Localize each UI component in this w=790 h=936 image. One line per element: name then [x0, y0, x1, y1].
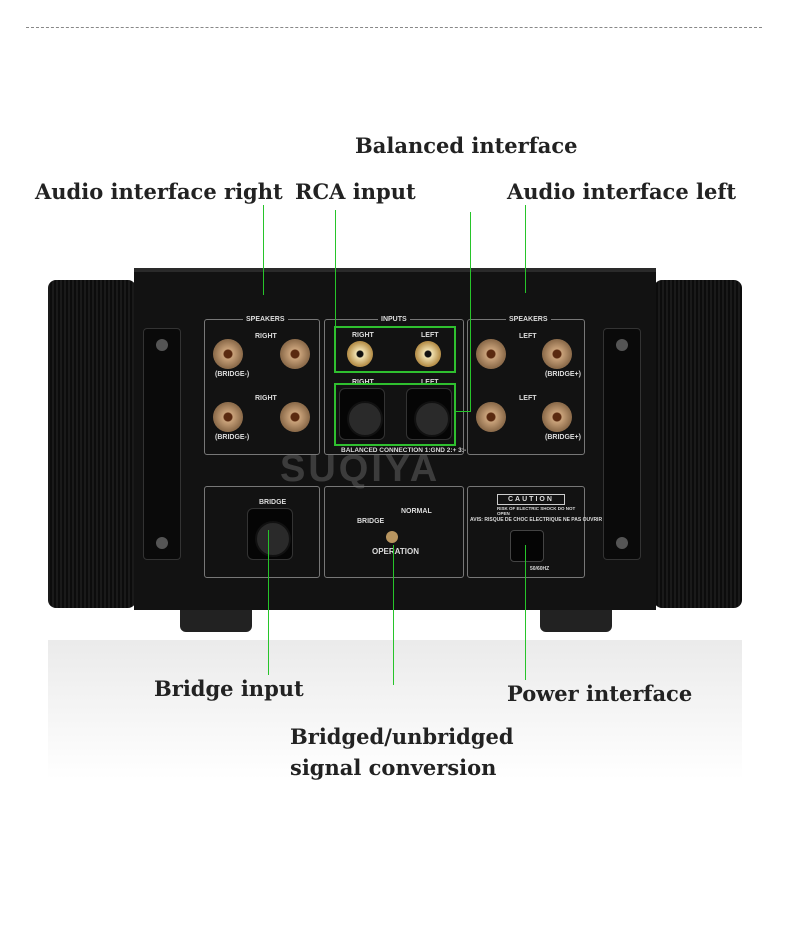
label-right: RIGHT	[255, 395, 277, 402]
speaker-terminal[interactable]	[542, 339, 572, 369]
divider	[26, 27, 762, 28]
speaker-terminal[interactable]	[213, 339, 243, 369]
xlr-left-jack[interactable]	[406, 388, 452, 440]
label-right: RIGHT	[255, 333, 277, 340]
reflection	[48, 640, 742, 780]
balanced-highlight	[334, 383, 456, 446]
speaker-terminal[interactable]	[280, 339, 310, 369]
label-audio-interface-right: Audio interface right	[35, 179, 283, 204]
left-handle	[143, 328, 181, 560]
label-audio-interface-left: Audio interface left	[507, 179, 737, 204]
leader-line	[263, 205, 264, 295]
avis-text: AVIS: RISQUE DE CHOC ELECTRIQUE NE PAS O…	[470, 517, 603, 523]
label-bridge-minus: (BRIDGE-)	[215, 371, 250, 378]
leader-line	[456, 411, 471, 412]
balanced-connection-note: BALANCED CONNECTION 1:GND 2:+ 3:-	[341, 447, 467, 454]
frequency-label: 50/60HZ	[530, 566, 550, 572]
foot	[540, 610, 612, 632]
label-bridge: BRIDGE	[259, 499, 287, 506]
bridge-panel	[204, 486, 320, 578]
label-balanced-interface: Balanced interface	[355, 133, 578, 158]
rca-left-jack[interactable]	[415, 341, 441, 367]
leader-line	[335, 210, 336, 328]
speakers-right-title: SPEAKERS	[243, 316, 288, 323]
label-left: LEFT	[421, 379, 439, 386]
leader-line	[470, 212, 471, 412]
inputs-title: INPUTS	[378, 316, 410, 323]
label-operation: OPERATION	[372, 547, 419, 556]
right-heatsink	[654, 280, 742, 608]
label-conversion-line1: Bridged/unbridged	[290, 724, 514, 749]
caution-subtext: RISK OF ELECTRIC SHOCK DO NOT OPEN	[497, 506, 576, 516]
label-bridge-plus: (BRIDGE+)	[545, 371, 581, 378]
speaker-terminal[interactable]	[280, 402, 310, 432]
amplifier-rear-panel	[134, 268, 656, 610]
leader-line	[393, 545, 394, 685]
left-heatsink	[48, 280, 136, 608]
watermark: SUQIYA	[280, 448, 441, 490]
rca-right-jack[interactable]	[347, 341, 373, 367]
label-bridge: BRIDGE	[357, 518, 385, 525]
operation-panel	[324, 486, 464, 578]
right-handle	[603, 328, 641, 560]
label-right: RIGHT	[352, 332, 374, 339]
label-left: LEFT	[519, 395, 537, 402]
label-bridge-plus: (BRIDGE+)	[545, 434, 581, 441]
leader-line	[525, 545, 526, 680]
bridge-xlr-jack[interactable]	[247, 508, 293, 560]
label-bridge-input: Bridge input	[154, 676, 304, 701]
xlr-right-jack[interactable]	[339, 388, 385, 440]
label-left: LEFT	[519, 333, 537, 340]
label-rca-input: RCA input	[295, 179, 416, 204]
label-conversion-line2: signal conversion	[290, 755, 497, 780]
speaker-terminal[interactable]	[476, 402, 506, 432]
label-left: LEFT	[421, 332, 439, 339]
label-normal: NORMAL	[401, 508, 432, 515]
speaker-terminal[interactable]	[542, 402, 572, 432]
iec-power-socket[interactable]	[510, 530, 544, 562]
foot	[180, 610, 252, 632]
leader-line	[525, 205, 526, 293]
label-right: RIGHT	[352, 379, 374, 386]
speaker-terminal[interactable]	[476, 339, 506, 369]
caution-label: CAUTION	[497, 494, 565, 505]
leader-line	[268, 530, 269, 675]
label-power-interface: Power interface	[507, 681, 693, 706]
speakers-left-title: SPEAKERS	[506, 316, 551, 323]
rca-highlight	[334, 326, 456, 373]
operation-toggle-switch[interactable]	[386, 531, 398, 543]
label-bridge-minus: (BRIDGE-)	[215, 434, 250, 441]
power-panel	[467, 486, 585, 578]
speaker-terminal[interactable]	[213, 402, 243, 432]
